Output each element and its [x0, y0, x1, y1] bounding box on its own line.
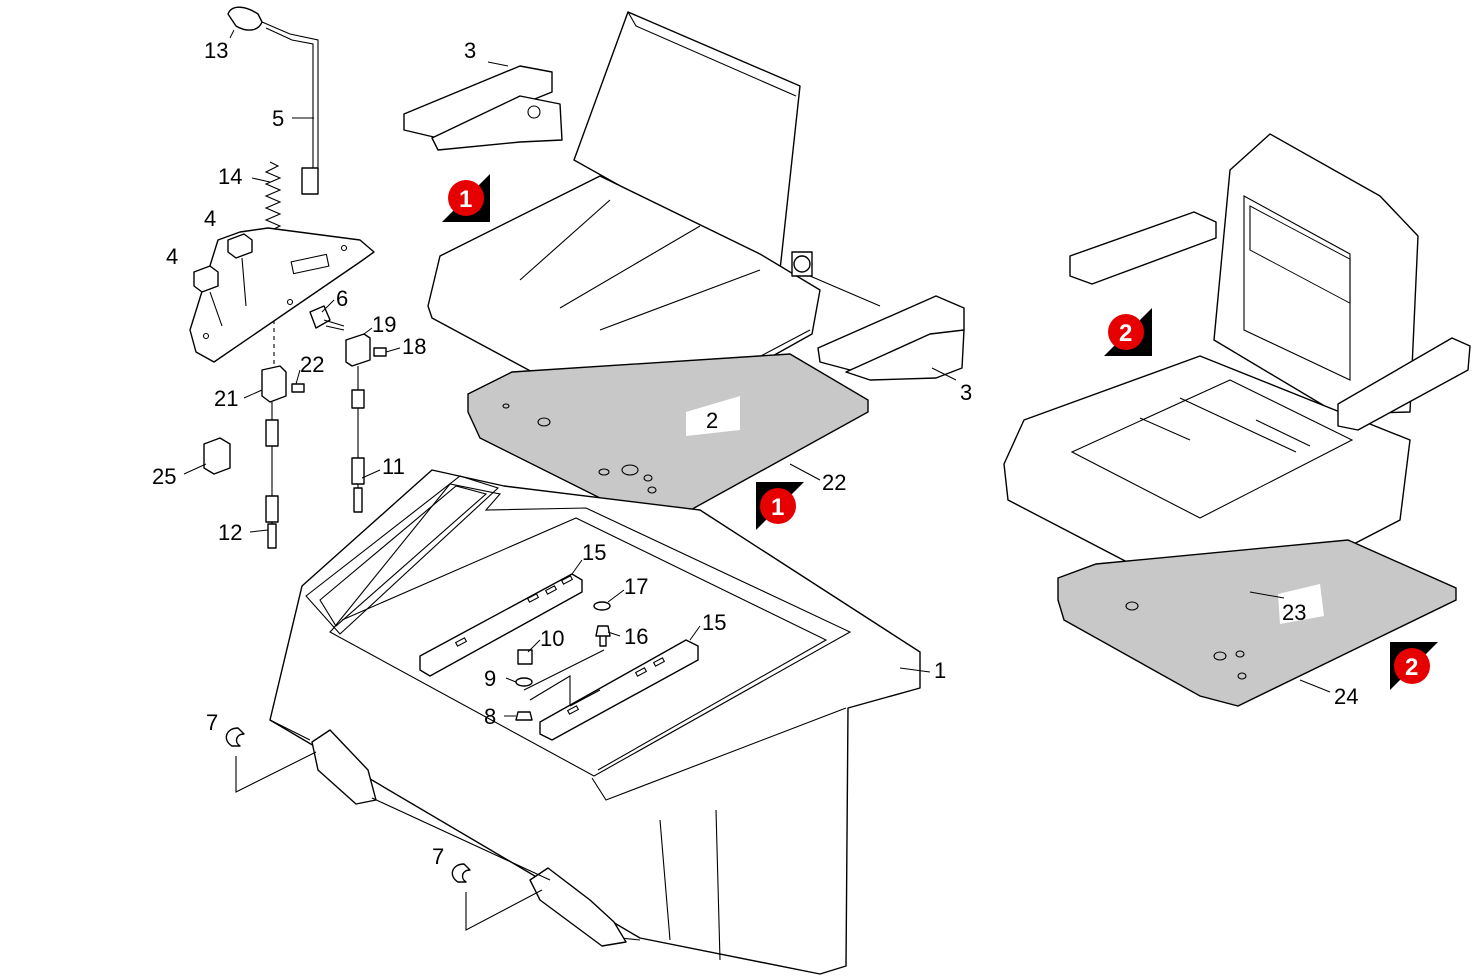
callout-2: 2: [706, 408, 718, 433]
armrest-2: [1337, 337, 1471, 431]
callout-4: 4: [166, 244, 178, 269]
switch-button: [193, 265, 219, 293]
washer: [593, 601, 611, 611]
reference-badge-1: 1: [442, 174, 490, 222]
callout-22: 22: [822, 470, 846, 495]
armrest-2: [1069, 211, 1217, 285]
callout-3: 3: [960, 380, 972, 405]
callout-23: 23: [1282, 600, 1306, 625]
lever-bracket: [301, 167, 319, 195]
e-clip: [225, 727, 245, 747]
bolt: [517, 649, 533, 665]
callout-15: 15: [702, 610, 726, 635]
callout-6: 6: [336, 286, 348, 311]
callout-24: 24: [1334, 684, 1358, 709]
svg-text:1: 1: [459, 186, 472, 213]
bolt: [595, 625, 611, 647]
callout-17: 17: [624, 574, 648, 599]
reference-badge-2: 2: [1390, 642, 1438, 690]
base-housing: [269, 469, 921, 975]
lever-knob: [227, 6, 263, 31]
callout-3: 3: [464, 38, 476, 63]
callout-7: 7: [206, 710, 218, 735]
seat-assembly-1: [403, 11, 965, 519]
armrest: [403, 65, 553, 139]
washer: [515, 677, 533, 687]
callout-15: 15: [582, 540, 606, 565]
callout-5: 5: [272, 106, 284, 131]
callout-1: 1: [934, 658, 946, 683]
callout-10: 10: [540, 626, 564, 651]
callout-9: 9: [484, 666, 496, 691]
callout-11: 11: [382, 454, 405, 479]
callout-labels: 13 3 5 14 4 4 6 19 18 22 21 11 25 12 2 3…: [152, 38, 1358, 869]
callout-14: 14: [218, 164, 242, 189]
seat-base-panel-2: [1057, 539, 1457, 707]
callout-4: 4: [204, 206, 216, 231]
spring: [264, 161, 282, 233]
backrest-2: [1213, 133, 1419, 415]
reference-badges: 1 1 2 2: [442, 174, 1438, 690]
reference-badge-1: 1: [756, 482, 804, 530]
callout-21: 21: [214, 386, 238, 411]
pin: [291, 383, 305, 393]
svg-text:2: 2: [1119, 320, 1132, 347]
callout-22: 22: [300, 352, 324, 377]
reference-badge-2: 2: [1104, 308, 1152, 356]
lever-rod: [261, 21, 319, 170]
callout-7: 7: [432, 844, 444, 869]
clevis: [261, 365, 287, 403]
svg-text:2: 2: [1405, 654, 1418, 681]
seat-base-tray: [225, 469, 921, 975]
pin: [373, 347, 387, 357]
switch-button: [227, 233, 253, 259]
seat-base-panel: [467, 353, 869, 519]
e-clip: [451, 863, 471, 883]
seat-assembly-2: [1003, 133, 1471, 707]
nut: [515, 711, 533, 721]
callout-16: 16: [624, 624, 648, 649]
callout-12: 12: [218, 520, 242, 545]
callout-25: 25: [152, 464, 176, 489]
callout-8: 8: [484, 704, 496, 729]
leader-lines: [183, 29, 1331, 717]
clevis: [345, 333, 371, 367]
callout-19: 19: [372, 312, 396, 337]
micro-switch: [203, 437, 231, 475]
fitting: [309, 305, 331, 329]
svg-text:1: 1: [771, 494, 784, 521]
control-lever-assembly: [189, 6, 387, 549]
callout-18: 18: [402, 334, 426, 359]
callout-13: 13: [204, 38, 228, 63]
